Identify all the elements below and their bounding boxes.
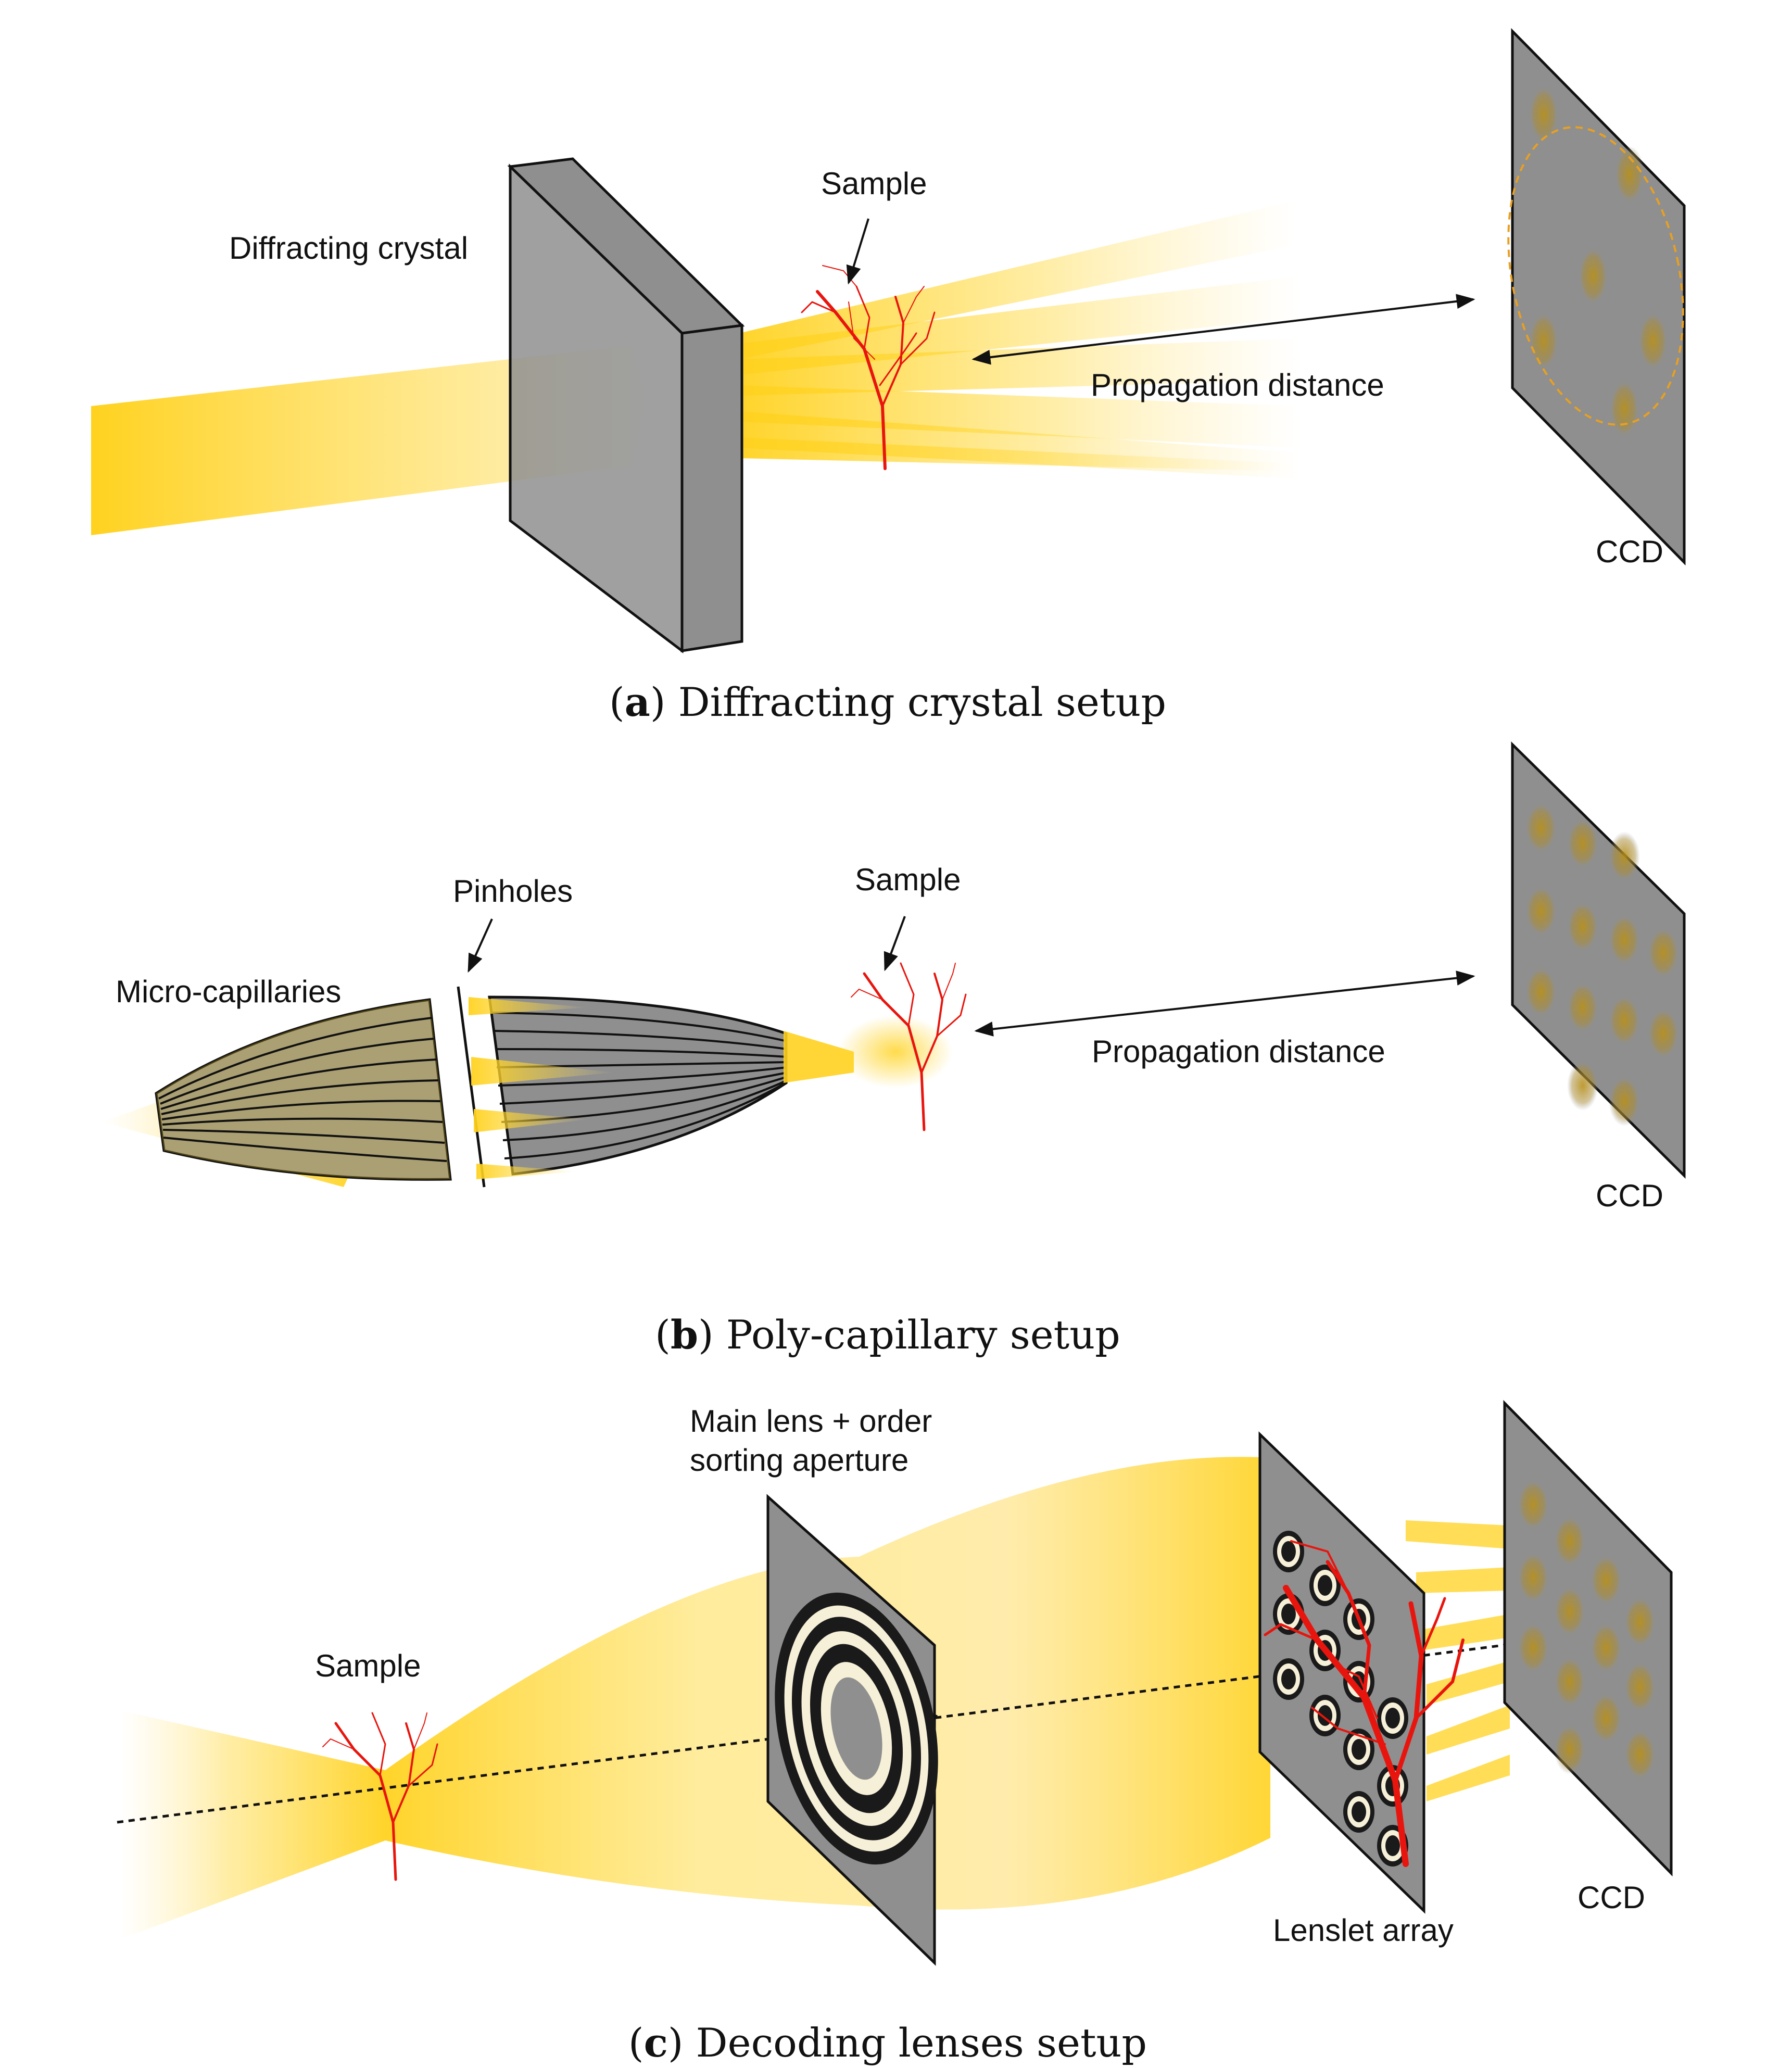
propagation-arrow-a: [971, 294, 1475, 365]
ccd-detector-b: [1511, 741, 1686, 1179]
label-propagation-distance-b: Propagation distance: [1092, 1034, 1385, 1069]
ccd-detector-c: [1503, 1399, 1673, 1877]
label-sample-a: Sample: [821, 166, 927, 201]
panel-a: Diffracting crystal Sample Propagation d…: [91, 28, 1686, 725]
focused-output: [784, 1031, 854, 1083]
label-ccd-c: CCD: [1578, 1880, 1645, 1915]
pinhole-plate: [457, 986, 486, 1188]
caption-b-text: Poly-capillary setup: [726, 1312, 1120, 1358]
caption-b-letter: b: [671, 1312, 698, 1358]
label-pinholes: Pinholes: [453, 874, 573, 909]
focus-glow: [838, 1015, 953, 1088]
diffracted-beams: [739, 200, 1302, 479]
main-lens-plate: [766, 1494, 938, 1966]
label-propagation-distance-a: Propagation distance: [1091, 368, 1384, 402]
diffracting-crystal: [507, 157, 745, 654]
propagation-arrow-b: [974, 970, 1475, 1037]
sample-pointer-a: [846, 218, 869, 285]
sample-vessel: [801, 265, 936, 470]
sample-pointer-b: [884, 916, 906, 972]
caption-a-letter: a: [625, 679, 650, 725]
capillary-bundle-right: [469, 995, 788, 1179]
label-sample-b: Sample: [855, 862, 961, 897]
sample-image-magnified: [1264, 1540, 1465, 1867]
label-ccd-b: CCD: [1596, 1178, 1663, 1213]
label-lenslet-array: Lenslet array: [1273, 1913, 1454, 1948]
label-diffracting-crystal: Diffracting crystal: [229, 231, 468, 266]
lenslet-beams: [1406, 1520, 1510, 1801]
label-sample-c: Sample: [315, 1648, 421, 1683]
caption-a-text: Diffracting crystal setup: [678, 679, 1166, 725]
pinholes-pointer: [468, 918, 493, 973]
incoming-beam: [91, 346, 643, 535]
caption-c-text: Decoding lenses setup: [696, 2020, 1147, 2066]
panel-b: Pinholes Micro-capillaries Sample Propag…: [102, 741, 1686, 1358]
label-ccd-a: CCD: [1596, 534, 1663, 569]
caption-c-letter: c: [644, 2020, 668, 2066]
sample-vessel-c: [322, 1712, 438, 1881]
beam-envelope-left: [120, 1710, 385, 1939]
lenslet-array-plate: [1258, 1431, 1465, 1914]
zone-plate: [775, 1592, 938, 1865]
panel-c: Main lens + order sorting aperture Sampl…: [117, 1399, 1673, 2066]
caption-c: (c) Decoding lenses setup: [628, 2020, 1147, 2066]
label-main-lens-line1: Main lens + order: [690, 1404, 932, 1439]
capillary-bundle-left: [155, 998, 452, 1181]
ccd-detector-a: [1507, 28, 1686, 566]
label-micro-capillaries: Micro-capillaries: [116, 974, 341, 1009]
caption-a: (a) Diffracting crystal setup: [609, 679, 1166, 725]
sample-vessel-b: [851, 962, 967, 1131]
label-main-lens-line2: sorting aperture: [690, 1443, 908, 1478]
caption-b: (b) Poly-capillary setup: [655, 1312, 1120, 1358]
